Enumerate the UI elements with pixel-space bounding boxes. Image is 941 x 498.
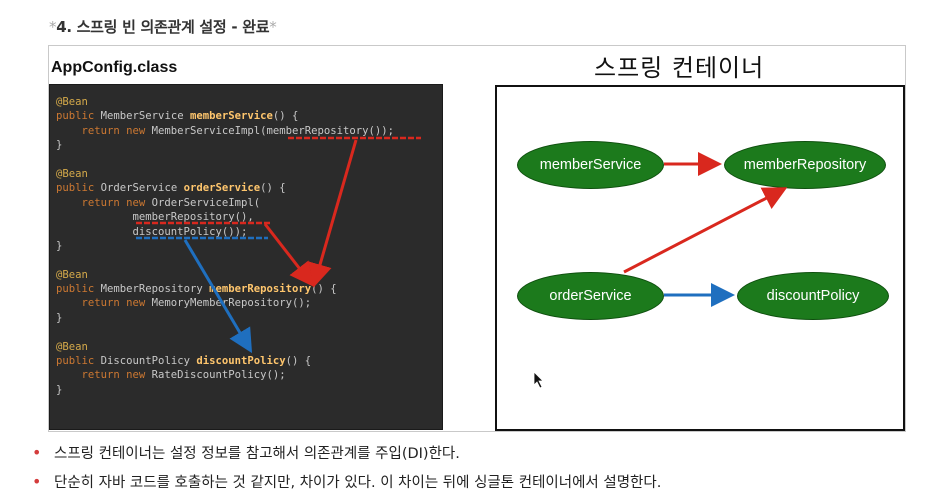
code-line: memberRepository(), <box>56 210 442 224</box>
code-line <box>56 325 442 339</box>
bullet-item: • 단순히 자바 코드를 호출하는 것 같지만, 차이가 있다. 이 차이는 뒤… <box>32 467 661 496</box>
code-line: discountPolicy()); <box>56 225 442 239</box>
bullet-text: 스프링 컨테이너는 설정 정보를 참고해서 의존관계를 주입(DI)한다. <box>54 446 460 462</box>
code-token: } <box>56 139 63 152</box>
code-token: () { <box>311 283 337 296</box>
code-token: memberRepository <box>209 283 312 296</box>
code-token: public <box>56 110 95 123</box>
code-token: memberRepository(), <box>56 211 254 224</box>
bullet-text: 단순히 자바 코드를 호출하는 것 같지만, 차이가 있다. 이 차이는 뒤에 … <box>54 475 662 491</box>
code-token: OrderService <box>94 182 184 195</box>
code-token: MemberService <box>94 110 190 123</box>
code-token <box>56 369 82 381</box>
code-line: } <box>56 383 442 397</box>
code-token <box>56 297 82 309</box>
code-line: public OrderService orderService() { <box>56 181 442 195</box>
code-token: discountPolicy <box>196 355 286 368</box>
code-token: return new <box>81 196 146 209</box>
code-line: return new RateDiscountPolicy(); <box>56 368 442 382</box>
bullet-list: • 스프링 컨테이너는 설정 정보를 참고해서 의존관계를 주입(DI)한다. … <box>32 438 661 496</box>
code-token: @Bean <box>56 96 88 108</box>
code-token: MemberRepository <box>94 283 210 296</box>
code-token: DiscountPolicy <box>94 355 197 368</box>
code-token: () { <box>285 355 312 368</box>
code-token <box>56 197 82 209</box>
code-token: () { <box>260 182 286 195</box>
code-token: public <box>56 283 95 296</box>
code-line: public MemberService memberService() { <box>56 109 442 123</box>
code-token: OrderServiceImpl( <box>145 196 261 209</box>
slide-title: *4. 스프링 빈 의존관계 설정 - 완료* <box>49 16 277 37</box>
title-star-right: * <box>269 18 277 36</box>
node-member-repository: memberRepository <box>724 141 886 189</box>
code-token: discountPolicy()); <box>56 225 248 238</box>
code-token: orderService <box>183 182 261 195</box>
container-title: 스프링 컨테이너 <box>594 54 765 82</box>
code-line: @Bean <box>56 268 442 282</box>
node-discount-policy: discountPolicy <box>737 272 889 320</box>
code-token: return new <box>81 297 146 310</box>
title-star-left: * <box>49 18 57 36</box>
bullet-dot-icon: • <box>32 443 42 462</box>
code-token: @Bean <box>56 167 88 180</box>
code-token: return new <box>81 369 146 382</box>
code-token: } <box>56 383 63 396</box>
code-token: MemoryMemberRepository(); <box>145 297 312 310</box>
code-line: @Bean <box>56 95 442 109</box>
code-token: memberService <box>189 110 273 123</box>
spring-container-box <box>495 85 905 431</box>
config-class-label: AppConfig.class <box>51 59 178 76</box>
code-line <box>56 253 442 267</box>
mouse-cursor-icon <box>533 371 544 389</box>
code-token: } <box>56 311 63 324</box>
code-line <box>56 153 442 167</box>
code-line: public MemberRepository memberRepository… <box>56 282 442 296</box>
code-line: return new OrderServiceImpl( <box>56 196 442 210</box>
code-line: return new MemberServiceImpl(memberRepos… <box>56 124 442 138</box>
code-token <box>56 125 82 137</box>
code-token: () { <box>272 110 299 123</box>
bullet-dot-icon: • <box>32 472 42 491</box>
bullet-item: • 스프링 컨테이너는 설정 정보를 참고해서 의존관계를 주입(DI)한다. <box>32 438 661 467</box>
code-token: MemberServiceImpl(memberRepository()); <box>145 124 395 137</box>
code-token: return new <box>81 124 146 137</box>
code-line: } <box>56 311 442 325</box>
code-token: public <box>56 355 95 368</box>
code-line: @Bean <box>56 340 442 354</box>
code-line: @Bean <box>56 167 442 181</box>
code-token: RateDiscountPolicy(); <box>145 369 286 382</box>
code-line: } <box>56 239 442 253</box>
code-line: public DiscountPolicy discountPolicy() { <box>56 354 442 368</box>
code-token: public <box>56 182 95 195</box>
code-token: @Bean <box>56 268 88 281</box>
title-text: 4. 스프링 빈 의존관계 설정 - 완료 <box>56 18 270 36</box>
code-token: @Bean <box>56 340 88 353</box>
node-member-service: memberService <box>517 141 664 189</box>
code-token: } <box>56 239 63 252</box>
code-line: return new MemoryMemberRepository(); <box>56 296 442 310</box>
node-order-service: orderService <box>517 272 664 320</box>
code-line: } <box>56 138 442 152</box>
